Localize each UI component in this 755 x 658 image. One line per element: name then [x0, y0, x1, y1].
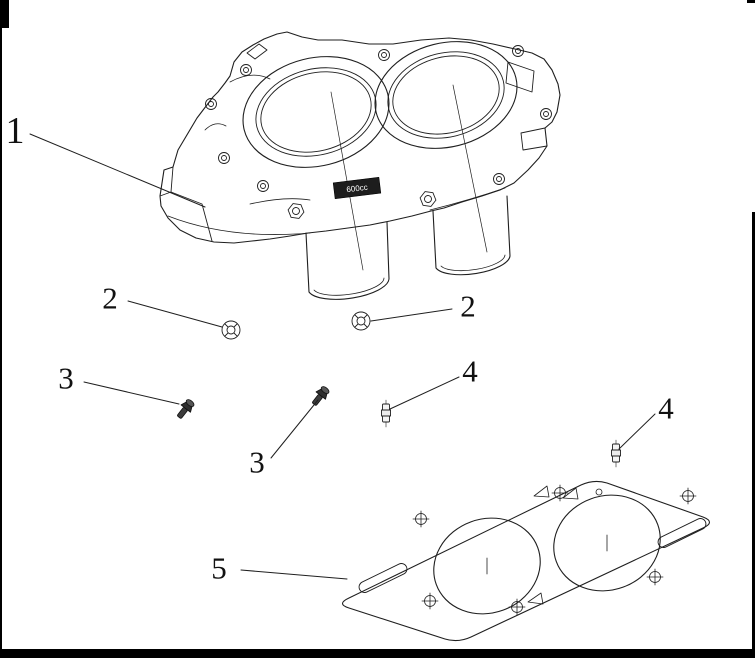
leader-2-right	[370, 308, 453, 322]
gasket-cutouts	[527, 485, 603, 605]
callout-4-right: 4	[658, 390, 674, 426]
cylinder-block	[159, 31, 561, 244]
gasket-slot-right	[657, 518, 707, 548]
block-bolt-holes	[205, 45, 552, 192]
leader-5	[240, 569, 348, 580]
scan-mark-top-left	[0, 0, 9, 28]
cylinder-bore-right	[374, 41, 518, 149]
leader-4-right	[618, 413, 656, 450]
cylinder-bore-left	[242, 56, 390, 168]
scan-edge-right	[752, 212, 755, 649]
leader-4-mid	[389, 376, 460, 410]
callout-3-mid: 3	[249, 444, 265, 480]
dowel-pin-right	[611, 439, 621, 468]
block-flange-screw-right	[419, 191, 437, 207]
leader-1	[29, 133, 206, 208]
callout-5: 5	[211, 550, 227, 586]
leader-2-left	[127, 300, 223, 328]
block-label-plate: 600cc	[332, 176, 382, 200]
scan-edge-left	[0, 0, 2, 658]
leader-3-left	[83, 381, 180, 405]
gasket-bolt-holes	[412, 484, 697, 616]
washer-right	[351, 311, 371, 331]
head-gasket	[341, 480, 711, 642]
scan-mark-top-right	[747, 0, 755, 3]
block-flange-screw-left	[287, 203, 305, 219]
callout-3-left: 3	[58, 360, 74, 396]
bolt-right	[312, 386, 330, 406]
block-plate-text: 600cc	[346, 183, 368, 195]
leader-lines	[29, 133, 656, 580]
gasket-slot-left	[358, 563, 408, 593]
cylinder-sleeve-left	[305, 221, 390, 300]
callout-4-mid: 4	[462, 353, 478, 389]
gasket-bore-left	[433, 517, 541, 615]
bolt-left	[177, 399, 195, 419]
callout-2-left: 2	[102, 280, 118, 316]
leader-3-mid	[270, 399, 319, 459]
callout-1: 1	[5, 110, 25, 152]
callout-2-right: 2	[460, 288, 476, 324]
washer-left	[221, 320, 241, 340]
dowel-pin-left	[381, 399, 391, 428]
gasket-bore-right	[553, 494, 661, 592]
centerline-right	[452, 84, 488, 253]
cylinder-sleeve-right	[432, 195, 511, 276]
scan-edge-bottom	[0, 649, 755, 658]
